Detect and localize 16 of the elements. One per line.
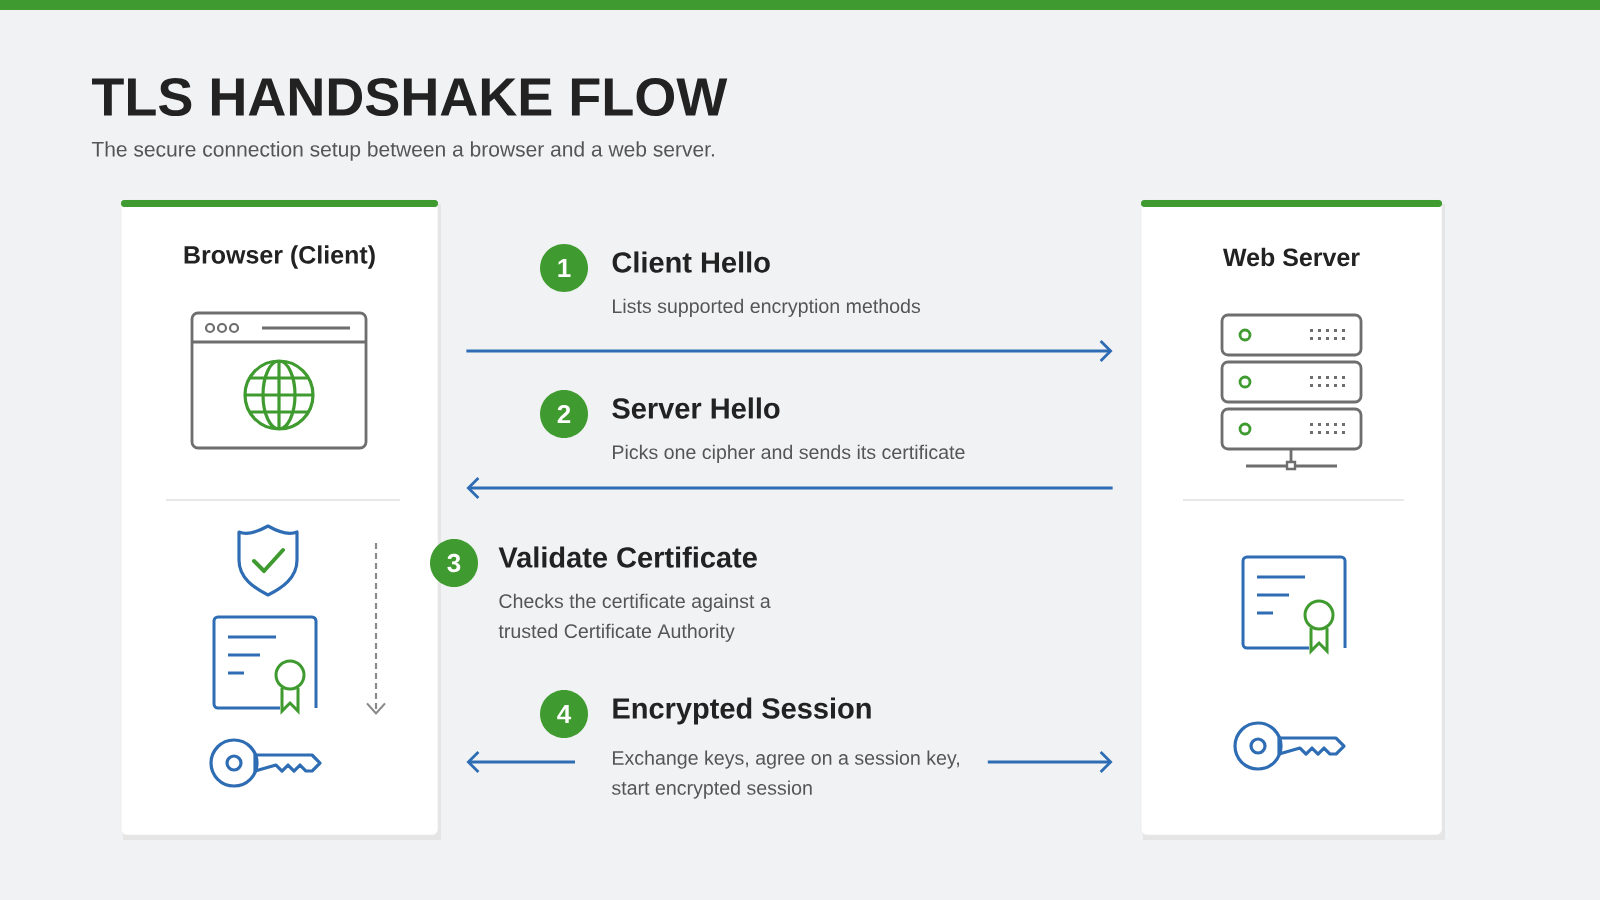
title: TLS HANDSHAKE FLOW (92, 77, 728, 117)
step-number: 3 (430, 539, 478, 587)
step-text: Validate Certificate Checks the certificate against a trusted Certificate Authority (498, 546, 771, 642)
arrow (466, 751, 575, 773)
panel: Web Server (1140, 199, 1445, 840)
panel: Browser (Client) (120, 199, 441, 840)
step-number: 4 (540, 690, 588, 738)
step-text: Server Hello Picks one cipher and sends its certificate (612, 397, 965, 463)
arrow (466, 477, 1113, 499)
arrow (987, 751, 1113, 773)
step-text: Encrypted Session Exchange keys, agree on a session key, start encrypted session (611, 697, 959, 799)
subtitle: The secure connection setup between a browser and a web server. (91, 141, 714, 161)
step-text: Client Hello Lists supported encryption methods (612, 251, 921, 317)
step-number: 1 (540, 244, 588, 292)
step-number: 2 (540, 390, 588, 438)
arrow (466, 340, 1113, 362)
